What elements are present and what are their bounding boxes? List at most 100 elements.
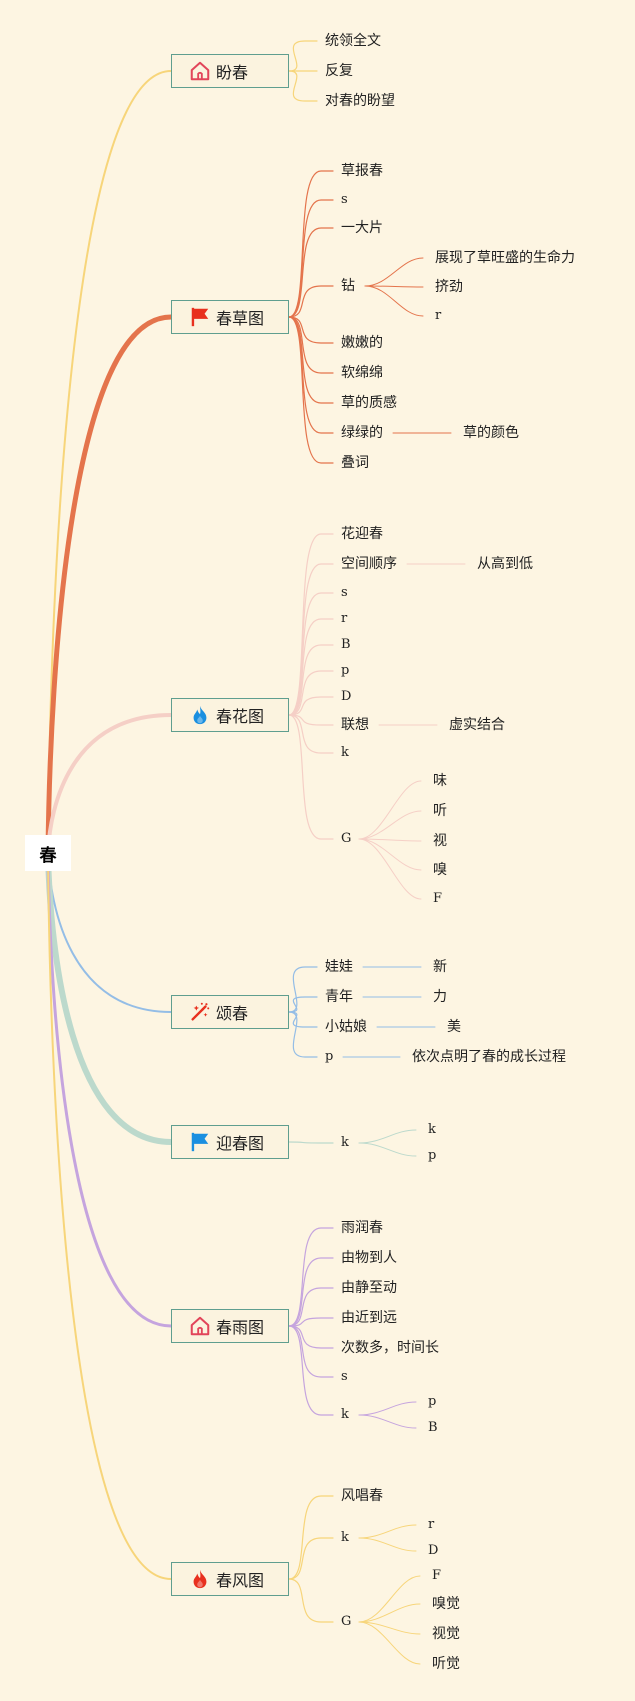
child-node[interactable]: k [341,745,349,760]
branch-chunyutu[interactable]: 春雨图 [171,1309,289,1343]
branch-chuncaotu[interactable]: 春草图 [171,300,289,334]
child-node[interactable]: 草的质感 [341,395,397,411]
child-node[interactable]: 花迎春 [341,526,383,542]
grandchild-node[interactable]: r [435,308,442,323]
grandchild-node[interactable]: 听觉 [432,1656,460,1672]
child-node[interactable]: k [341,1135,349,1150]
grandchild-node[interactable]: 嗅 [433,862,447,878]
child-link-songchun-0 [288,966,318,1013]
root-link-songchun [47,852,172,1013]
child-node[interactable]: 绿绿的 [341,425,383,441]
grandchild-node[interactable]: p [428,1394,437,1409]
branch-label: 春草图 [216,309,265,328]
grandchild-node[interactable]: 视觉 [432,1626,460,1642]
grandchild-node[interactable]: 挤劲 [435,279,463,295]
grandchild-node[interactable]: 新 [433,959,447,975]
child-link-chunyutu-2 [288,1287,334,1327]
child-node[interactable]: 统领全文 [325,33,381,49]
child-node[interactable]: 由静至动 [341,1280,397,1296]
grandchild-node[interactable]: 听 [433,803,447,819]
child-node[interactable]: s [341,585,348,600]
child-link-chuncaotu-4 [288,316,334,344]
grandchild-node[interactable]: 从高到低 [477,556,533,572]
grandchild-node[interactable]: k [428,1122,436,1137]
branch-label: 春花图 [216,707,265,726]
child-node[interactable]: 草报春 [341,163,383,179]
child-node[interactable]: p [325,1049,334,1064]
child-node[interactable]: 小姑娘 [325,1019,367,1035]
root-node[interactable]: 春 [25,835,71,871]
child-node[interactable]: D [341,689,352,704]
child-link-chuncaotu-7 [288,316,334,434]
branch-chunhuatu[interactable]: 春花图 [171,698,289,732]
grandchild-node[interactable]: r [428,1517,435,1532]
child-node[interactable]: 叠词 [341,455,369,471]
child-node[interactable]: s [341,192,348,207]
grandchild-node[interactable]: p [428,1148,437,1163]
child-node[interactable]: 软绵绵 [341,365,383,381]
grandchild-node[interactable]: D [428,1543,439,1558]
child-node[interactable]: G [341,831,352,846]
magic-wand-icon [189,1001,211,1023]
child-node[interactable]: 由近到远 [341,1310,397,1326]
child-node[interactable]: G [341,1614,352,1629]
root-link-panchun [47,70,172,854]
child-node[interactable]: k [341,1530,349,1545]
child-node[interactable]: 雨润春 [341,1220,383,1236]
child-node[interactable]: 一大片 [341,220,383,236]
branch-yingchuntu[interactable]: 迎春图 [171,1125,289,1159]
branch-label: 春雨图 [216,1318,265,1337]
child-node[interactable]: 对春的盼望 [325,93,395,109]
child-link-chunfengtu-2 [288,1578,334,1623]
child-node[interactable]: k [341,1407,349,1422]
child-link-chunyutu-1 [288,1257,334,1327]
child-node[interactable]: 空间顺序 [341,556,397,572]
child-node[interactable]: 风唱春 [341,1488,383,1504]
child-node[interactable]: 反复 [325,63,353,79]
grandchild-node[interactable]: F [432,1568,442,1583]
grandchild-node[interactable]: 展现了草旺盛的生命力 [435,250,575,266]
child-node[interactable]: p [341,663,350,678]
grandchild-node[interactable]: F [433,891,443,906]
grandchild-node[interactable]: 力 [433,989,447,1005]
branch-panchun[interactable]: 盼春 [171,54,289,88]
branch-label: 盼春 [216,63,249,82]
branch-chunfengtu[interactable]: 春风图 [171,1562,289,1596]
child-node[interactable]: r [341,611,348,626]
child-node[interactable]: 联想 [341,717,369,733]
grandchild-link-chunfengtu-2-0 [358,1575,421,1623]
grandchild-node[interactable]: 依次点明了春的成长过程 [412,1049,566,1065]
child-node[interactable]: 次数多，时间长 [341,1340,439,1356]
grandchild-link-chunfengtu-1-0 [358,1524,417,1539]
grandchild-node[interactable]: 味 [433,773,447,789]
grandchild-link-chunfengtu-2-3 [358,1621,421,1665]
child-node[interactable]: B [341,637,351,652]
child-node[interactable]: s [341,1369,348,1384]
branch-songchun[interactable]: 颂春 [171,995,289,1029]
child-link-chuncaotu-3 [288,285,334,318]
child-link-panchun-2 [288,70,318,102]
grandchild-node[interactable]: B [428,1420,438,1435]
root-link-yingchuntu [45,850,174,1145]
flag-icon [189,1131,211,1153]
child-node[interactable]: 钻 [341,278,355,294]
grandchild-link-chuncaotu-3-2 [364,285,424,317]
grandchild-node[interactable]: 美 [447,1019,461,1035]
fire-icon [189,704,211,726]
flag-icon [189,306,211,328]
grandchild-link-chunhuatu-9-3 [358,838,422,871]
grandchild-node[interactable]: 嗅觉 [432,1596,460,1612]
child-link-chuncaotu-5 [288,316,334,374]
grandchild-node[interactable]: 草的颜色 [463,425,519,441]
root-link-chunfengtu [47,852,172,1580]
child-node[interactable]: 娃娃 [325,959,353,975]
grandchild-node[interactable]: 视 [433,833,447,849]
child-node[interactable]: 青年 [325,989,353,1005]
grandchild-node[interactable]: 虚实结合 [449,717,505,733]
child-node[interactable]: 嫩嫩的 [341,335,383,351]
child-node[interactable]: 由物到人 [341,1250,397,1266]
root-link-chuncaotu [45,314,174,856]
grandchild-link-yingchuntu-0-0 [358,1129,417,1144]
